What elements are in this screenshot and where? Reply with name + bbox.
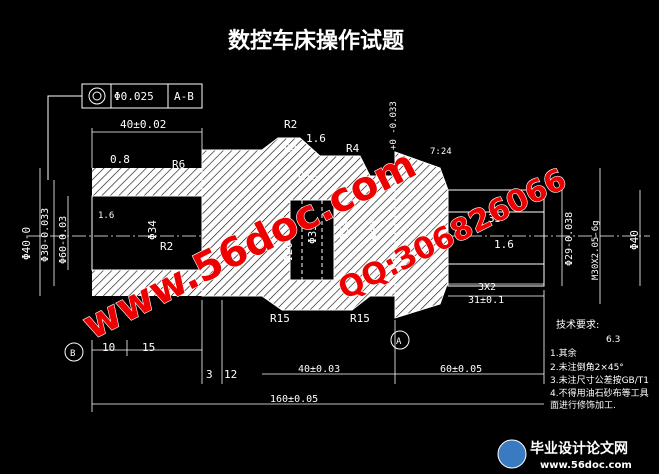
dim-d34: Φ34 [146,220,159,240]
radius-label: R13 [298,170,318,183]
tech-note-item: 4.不得用油石砂布等工具 [550,387,649,399]
dim-b10: 10 [102,341,115,354]
tech-note-item: 面进行修饰加工. [550,399,616,411]
dim-b40: 40±0.03 [298,364,340,375]
radius-label: R2 [284,118,297,131]
dim-taper: 7:24 [430,147,452,157]
dim-thread: M30X2.05-6g [591,220,601,280]
dim-top-length: 40±0.02 [120,118,166,131]
dim-len33: 33 [488,212,501,225]
footer-logo: 毕业设计论文网 www.56doc.com [497,439,632,471]
footer-cn: 毕业设计论文网 [530,440,628,457]
dim-b60: 60±0.05 [440,364,482,375]
footer-url: www.56doc.com [540,460,632,471]
dim-d40-right: Φ40 [628,230,641,250]
datum-a-label: A [396,337,402,347]
dim-d30: Φ30-0.033 [40,208,51,262]
datum-b-label: B [70,349,75,359]
tolerance-frame: Φ0.025 A-B [47,83,203,180]
radius-label: R2 [160,240,173,253]
dim-len3x2: 3X2 [478,282,496,293]
dim-b12: 12 [224,368,237,381]
tolerance-datum: A-B [174,90,194,103]
radius-label: R15 [270,312,290,325]
radius-label: R4 [284,142,298,155]
dim-surface2: 1.6 [494,238,514,251]
radius-label: R6 [172,158,185,171]
radius-label: R15 [350,312,370,325]
tech-note-item: 3.未注尺寸公差按GB/T1 [550,374,649,386]
concentricity-icon [88,87,106,105]
dim-d44: Φ44 [366,220,379,240]
tech-notes-heading: 技术要求: [556,318,599,331]
tolerance-value: Φ0.025 [114,90,154,103]
tech-note-item: 2.未注倒角2×45° [550,361,624,373]
dim-surface-left: 1.6 [98,211,114,221]
dim-d40: Φ40-0 [20,227,33,260]
roughness-value: 6.3 [606,335,620,345]
dim-d60: Φ60-0.03 [58,216,69,264]
dim-b15: 15 [142,341,155,354]
dimension-lines [39,128,641,412]
dim-surface: 1.6 [306,132,326,145]
dim-b160: 160±0.05 [270,394,318,405]
dim-b3: 3 [206,368,213,381]
logo-icon [497,439,527,469]
datum-a: A [390,330,410,350]
dim-d20: Φ20 [282,242,295,262]
dim-len31: 31±0.1 [468,295,504,306]
tech-note-item: 1.其余 [550,347,577,359]
dim-d54: Φ54 [338,220,351,240]
dim-d29: Φ29-0.038 [564,212,575,266]
datum-b: B [64,342,84,362]
radius-label: R4 [346,142,360,155]
drawing-title: 数控车床操作试题 [228,28,405,54]
dim-top-tol: +0 -0.033 [389,101,399,150]
part-section [91,137,545,319]
dim-chamfer: 0.8 [110,153,130,166]
dim-d35: Φ35 [306,224,319,244]
technical-notes: 技术要求: 6.3 1.其余 2.未注倒角2×45° 3.未注尺寸公差按GB/T… [550,318,649,411]
